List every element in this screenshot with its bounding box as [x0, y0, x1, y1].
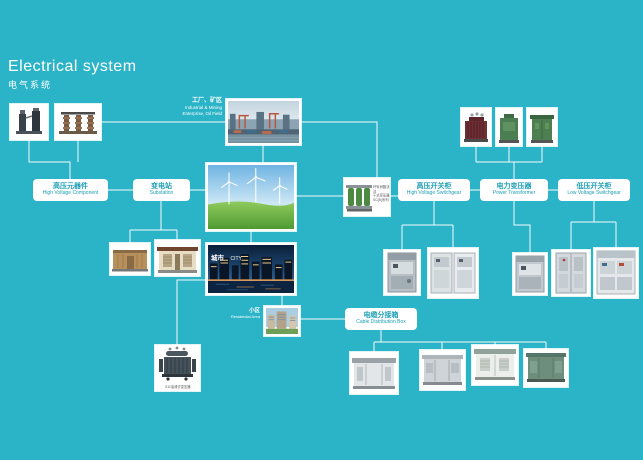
- container-substation-graphic: [112, 250, 148, 272]
- page-subtitle: 电气系统: [8, 80, 53, 90]
- node-label-zh: 高压开关柜: [416, 183, 452, 191]
- node-power-transformer: 电力变压器 Power Transformer: [480, 179, 548, 201]
- residential-photo-graphic: [266, 308, 298, 334]
- photo-industrial-area: [226, 99, 301, 145]
- node-label-en: Low Voltage Switchgear: [567, 190, 621, 197]
- photo-residential-area: [264, 306, 300, 336]
- green-cabinet-graphic: [530, 115, 554, 143]
- residential-label-en: Residential Area: [230, 313, 260, 319]
- image-hv-switchgear-cabinet-1: [384, 250, 420, 295]
- node-cable-distribution-box: 电缆分接箱 Cable Distribution Box: [345, 308, 417, 330]
- industrial-label-en1: Industrial & Mining: [184, 105, 222, 111]
- image-high-voltage-component-1: [10, 104, 48, 140]
- node-label-zh: 低压开关柜: [576, 183, 612, 191]
- image-lv-switchgear-cabinet-1: [552, 250, 590, 296]
- caption-oil-transformer: S11油浸式变压器: [165, 386, 191, 390]
- image-cable-branch-box-3: [472, 345, 518, 385]
- image-cable-branch-box-4: [524, 349, 568, 387]
- page-title-block: Electrical system 电气系统: [8, 58, 137, 91]
- oil-transformer-graphic: [464, 112, 488, 142]
- city-label-zh: 城市: [211, 255, 224, 262]
- caption-line: 环氧树脂浇注: [373, 186, 390, 194]
- wind-farm-graphic: [208, 165, 294, 229]
- node-label-zh: 电力变压器: [496, 183, 532, 191]
- switchgear-cabinet-graphic: [515, 255, 545, 293]
- node-substation: 变电站 Substation: [133, 179, 190, 201]
- node-label-zh: 高压元器件: [53, 183, 88, 191]
- photo-city-night: [206, 243, 296, 295]
- caption-dry-transformer: 环氧树脂浇注 干式变压器 SC(B)系列: [373, 186, 390, 203]
- city-annotation: 城市 CITY: [211, 246, 242, 265]
- image-cable-branch-box-2: [420, 350, 465, 390]
- node-high-voltage-switchgear: 高压开关柜 High Voltage Switchgear: [398, 179, 470, 201]
- node-label-en: Power Transformer: [492, 190, 536, 197]
- image-green-transformer: [496, 108, 522, 146]
- cable-box-graphic: [422, 355, 463, 385]
- node-label-en: High Voltage Component: [42, 190, 99, 197]
- caption-line: SC(B)系列: [373, 198, 389, 202]
- image-oil-immersed-transformer: S11油浸式变压器: [155, 345, 200, 391]
- image-hv-switchgear-cabinet-2: [428, 248, 478, 298]
- image-dry-type-transformer: 环氧树脂浇注 干式变压器 SC(B)系列: [344, 178, 390, 216]
- oil-immersed-transformer-graphic: [159, 346, 196, 381]
- image-lv-switchgear-cabinet-2: [594, 248, 638, 298]
- photo-wind-farm: [206, 163, 296, 231]
- hv-component-graphic: [16, 108, 42, 134]
- cable-box-graphic: [526, 353, 566, 382]
- city-photo-graphic: [208, 245, 294, 293]
- image-cable-branch-box-1: [350, 352, 398, 394]
- image-oil-transformer-red: [461, 108, 491, 146]
- industrial-label-en2: Enterprise, Oil Field: [182, 110, 222, 116]
- switchgear-cabinet-graphic: [596, 250, 636, 295]
- industrial-area-annotation: 工厂、矿区 Industrial & Mining Enterprise, Oi…: [168, 98, 222, 116]
- industrial-photo-graphic: [228, 101, 299, 143]
- dry-transformer-graphic: [346, 185, 372, 212]
- cable-box-graphic: [474, 349, 516, 380]
- green-transformer-graphic: [499, 114, 519, 143]
- node-label-en: High Voltage Switchgear: [406, 190, 462, 197]
- node-label-en: Cable Distribution Box: [356, 319, 406, 326]
- page-title: Electrical system: [8, 58, 137, 75]
- switchgear-cabinet-graphic: [387, 252, 417, 293]
- city-label-en: CITY: [230, 256, 242, 262]
- node-label-en: Substation: [149, 190, 174, 197]
- node-low-voltage-switchgear: 低压开关柜 Low Voltage Switchgear: [558, 179, 630, 201]
- residential-label-zh: 小区: [248, 308, 260, 314]
- box-substation-graphic: [157, 247, 198, 273]
- node-label-zh: 电缆分接箱: [363, 312, 399, 320]
- switchgear-cabinet-graphic: [430, 252, 476, 294]
- switchgear-cabinet-graphic: [555, 252, 587, 294]
- caption-line: 干式变压器: [373, 194, 390, 198]
- image-box-substation: [155, 240, 200, 276]
- industrial-label-zh: 工厂、矿区: [191, 98, 222, 104]
- residential-annotation: 小区 Residential Area: [222, 308, 260, 319]
- image-container-substation: [110, 243, 150, 275]
- node-label-zh: 变电站: [151, 183, 172, 191]
- node-high-voltage-component: 高压元器件 High Voltage Component: [33, 179, 108, 201]
- hv-insulator-graphic: [59, 112, 97, 134]
- image-green-cabinet-transformer: [527, 108, 557, 146]
- image-high-voltage-component-2: [55, 104, 101, 140]
- cable-box-graphic: [352, 358, 396, 389]
- image-power-transformer-cabinet: [513, 253, 547, 295]
